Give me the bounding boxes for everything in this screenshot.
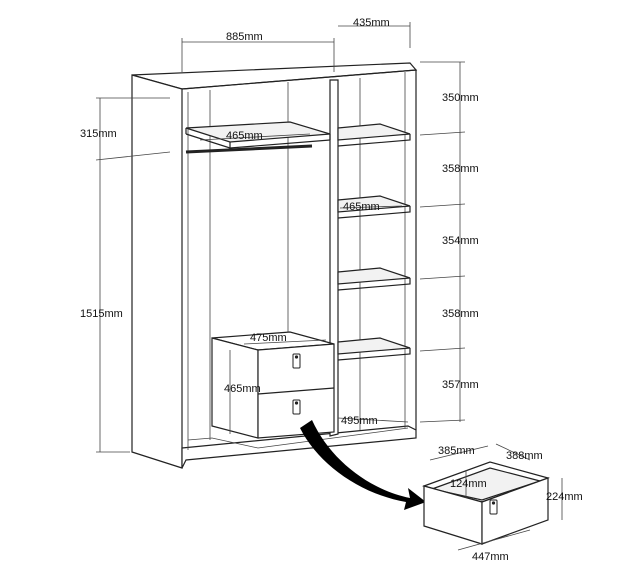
drawer-handle-top — [292, 353, 301, 369]
label-shelf-gap-3: 354mm — [442, 235, 479, 247]
label-drawer-inner-height: 124mm — [450, 478, 487, 490]
shelf-4 — [337, 337, 411, 355]
label-hang-width: 465mm — [226, 130, 263, 142]
left-side-panel — [131, 74, 183, 469]
label-drawer-front-width: 447mm — [472, 551, 509, 563]
label-width-top: 885mm — [226, 31, 263, 43]
hanging-rail — [185, 144, 313, 154]
label-left-main-height: 1515mm — [80, 308, 123, 320]
shelf-3 — [337, 267, 411, 285]
wardrobe-body — [131, 62, 418, 469]
drawer-handle-bottom — [292, 399, 301, 415]
bottom-plinth — [181, 425, 417, 469]
label-drawer-width: 385mm — [438, 445, 475, 457]
back-frame — [181, 69, 417, 430]
drawer-split — [257, 387, 335, 395]
inner-floor — [187, 427, 409, 449]
label-drawer-unit-width: 475mm — [250, 332, 287, 344]
drawer-detail-front — [481, 477, 549, 545]
label-bottom-depth: 495mm — [341, 415, 378, 427]
dimension-lines — [95, 22, 466, 453]
label-drawer-unit-height: 465mm — [224, 383, 261, 395]
top-panel — [131, 62, 418, 90]
label-depth-top: 435mm — [353, 17, 390, 29]
label-shelf-gap-4: 358mm — [442, 308, 479, 320]
label-shelf-gap-5: 357mm — [442, 379, 479, 391]
label-drawer-depth: 388mm — [506, 450, 543, 462]
dimension-labels: 885mm 435mm 315mm 1515mm 465mm 465mm 475… — [80, 17, 583, 563]
label-shelf-gap-1: 350mm — [442, 92, 479, 104]
label-shelf-width: 465mm — [343, 201, 380, 213]
label-drawer-outer-height: 224mm — [546, 491, 583, 503]
drawer-detail — [422, 443, 563, 551]
label-left-top-height: 315mm — [80, 128, 117, 140]
shelf-1 — [337, 123, 411, 141]
detail-arrow — [300, 420, 426, 510]
label-shelf-gap-2: 358mm — [442, 163, 479, 175]
drawer-detail-handle — [489, 499, 498, 515]
